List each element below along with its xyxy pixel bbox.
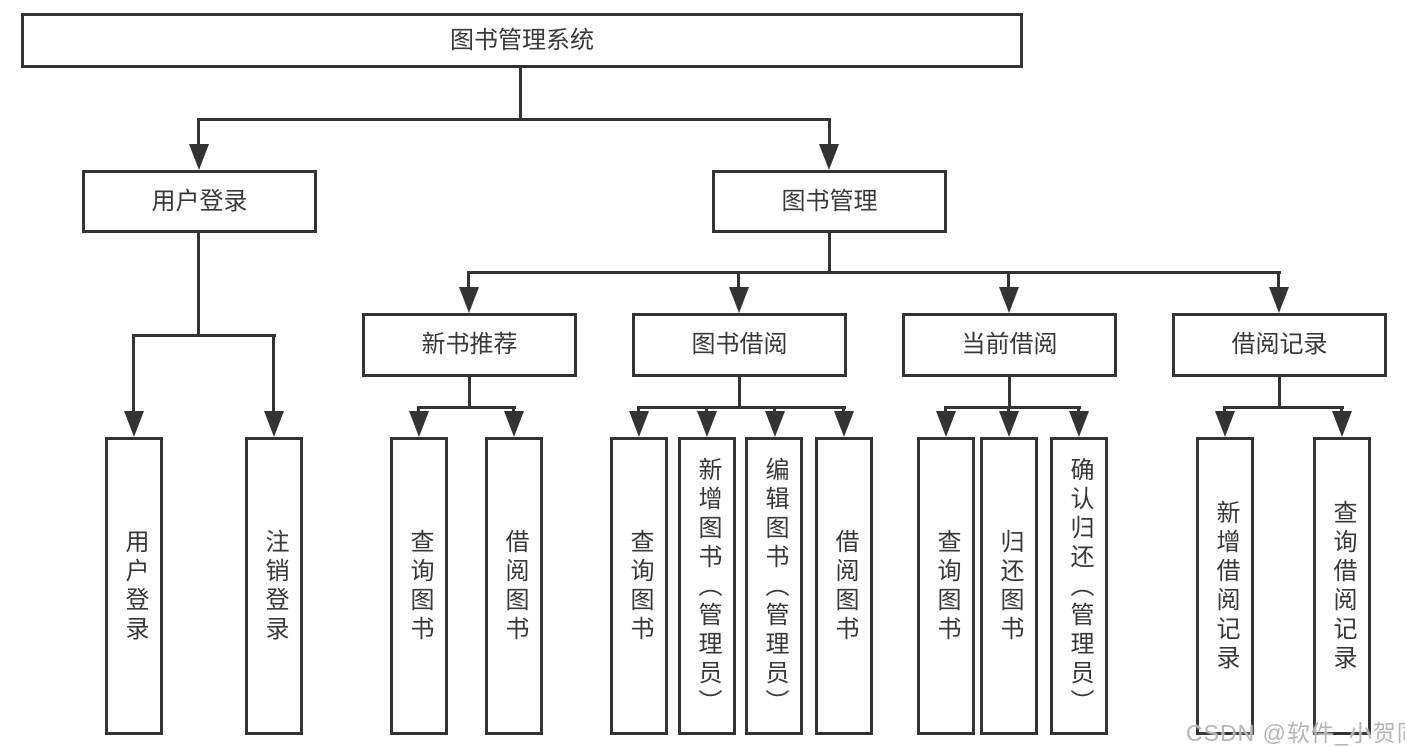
leaf-borrow-books: 借阅图书 xyxy=(815,437,873,735)
arrow-down-icon xyxy=(834,411,854,437)
node-current-borrowing: 当前借阅 xyxy=(902,313,1117,377)
arrow-down-icon xyxy=(629,411,649,437)
leaf-edit-books-admin: 编辑图书（管理员） xyxy=(745,437,803,735)
arrow-down-icon xyxy=(819,144,839,170)
connector-line xyxy=(738,377,741,409)
connector-line xyxy=(944,406,1081,409)
connector-line xyxy=(1223,406,1226,414)
connector-line xyxy=(197,233,200,337)
connector-line xyxy=(737,271,740,291)
connector-line xyxy=(468,377,471,409)
arrow-down-icon xyxy=(1269,287,1289,313)
csdn-watermark: CSDN @软件_小贺同学 xyxy=(1186,720,1405,746)
arrow-down-icon xyxy=(765,411,785,437)
arrow-down-icon xyxy=(936,411,956,437)
connector-line xyxy=(1277,271,1280,291)
connector-line xyxy=(828,233,831,274)
connector-line xyxy=(132,334,276,337)
connector-line xyxy=(132,334,135,413)
arrow-down-icon xyxy=(504,411,524,437)
node-user-login: 用户登录 xyxy=(82,170,317,233)
connector-line xyxy=(512,406,515,414)
arrow-down-icon xyxy=(409,411,429,437)
leaf-query-borrow-record: 查询借阅记录 xyxy=(1313,437,1371,735)
connector-line xyxy=(1077,406,1080,414)
leaf-query-books: 查询图书 xyxy=(610,437,668,735)
connector-line xyxy=(468,271,1281,274)
connector-line xyxy=(272,334,275,413)
connector-line xyxy=(1007,406,1010,414)
leaf-query-books: 查询图书 xyxy=(390,437,448,735)
arrow-down-icon xyxy=(729,287,749,313)
node-library-management-system: 图书管理系统 xyxy=(21,13,1023,68)
leaf-user-login: 用户登录 xyxy=(105,437,163,735)
arrow-down-icon xyxy=(1215,411,1235,437)
node-book-management: 图书管理 xyxy=(712,170,947,233)
leaf-logout: 注销登录 xyxy=(245,437,303,735)
leaf-confirm-return-admin: 确认归还（管理员） xyxy=(1050,437,1108,735)
connector-line xyxy=(1278,377,1281,409)
leaf-return-books: 归还图书 xyxy=(980,437,1038,735)
arrow-down-icon xyxy=(189,144,209,170)
node-book-borrowing: 图书借阅 xyxy=(632,313,847,377)
arrow-down-icon xyxy=(1332,411,1352,437)
arrow-down-icon xyxy=(124,411,144,437)
connector-line xyxy=(1008,377,1011,409)
arrow-down-icon xyxy=(697,411,717,437)
connector-line xyxy=(417,406,420,414)
leaf-query-books: 查询图书 xyxy=(917,437,975,735)
arrow-down-icon xyxy=(1069,411,1089,437)
arrow-down-icon xyxy=(999,287,1019,313)
connector-line xyxy=(418,406,516,409)
arrow-down-icon xyxy=(459,287,479,313)
connector-line xyxy=(828,118,831,148)
connector-line xyxy=(637,406,640,414)
leaf-add-books-admin: 新增图书（管理员） xyxy=(678,437,736,735)
connector-line xyxy=(1007,271,1010,291)
connector-line xyxy=(638,406,846,409)
connector-line xyxy=(1224,406,1344,409)
arrow-down-icon xyxy=(999,411,1019,437)
connector-line xyxy=(467,271,470,291)
connector-line xyxy=(1340,406,1343,414)
connector-line xyxy=(198,118,831,121)
connector-line xyxy=(197,118,200,148)
leaf-borrow-books: 借阅图书 xyxy=(485,437,543,735)
node-borrowing-records: 借阅记录 xyxy=(1172,313,1387,377)
arrow-down-icon xyxy=(264,411,284,437)
node-new-book-recommendation: 新书推荐 xyxy=(362,313,577,377)
connector-line xyxy=(842,406,845,414)
connector-line xyxy=(705,406,708,414)
connector-line xyxy=(773,406,776,414)
connector-line xyxy=(944,406,947,414)
leaf-add-borrow-record: 新增借阅记录 xyxy=(1196,437,1254,735)
connector-line xyxy=(519,68,522,119)
